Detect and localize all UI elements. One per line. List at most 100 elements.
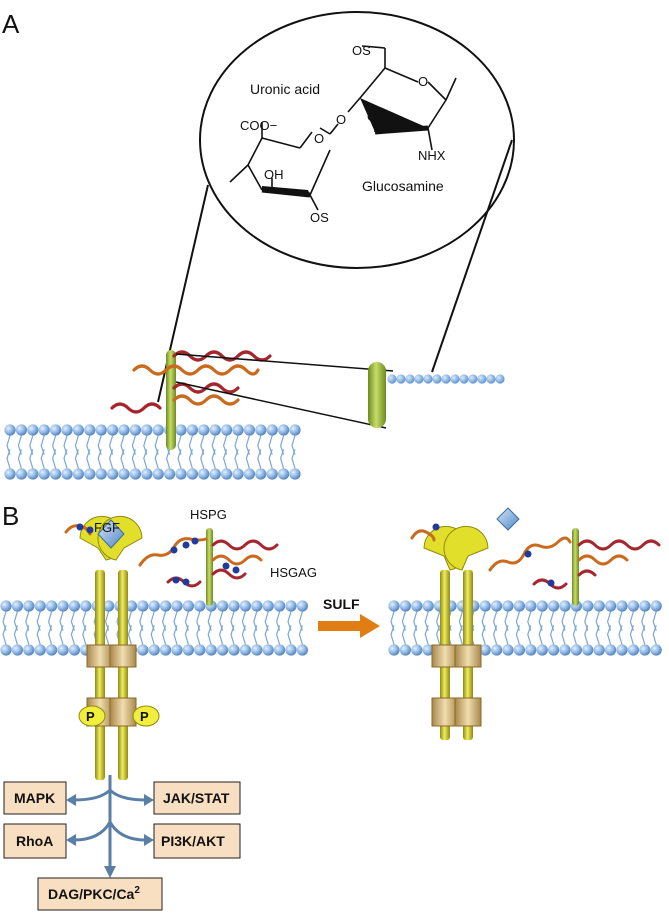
lipid-head — [262, 600, 274, 612]
lipid-head — [289, 468, 301, 480]
lipid-head — [221, 424, 233, 436]
lipid-tail — [234, 435, 239, 469]
magnification-ellipse — [199, 11, 515, 269]
structure-ring-o3: O — [314, 131, 324, 146]
lipid-head — [80, 600, 92, 612]
lipid-head — [23, 600, 35, 612]
lipid-head — [15, 424, 27, 436]
sulf-arrow — [318, 614, 380, 638]
lipid-tail — [127, 611, 132, 645]
gag-bead — [441, 374, 451, 384]
gag-bead — [477, 374, 487, 384]
hspg-core-protein-b-right — [572, 528, 579, 606]
lipid-tail — [86, 435, 91, 469]
panel-label-b: B — [2, 501, 19, 531]
lipid-tail — [641, 611, 646, 645]
lipid-head — [525, 600, 537, 612]
lipid-tail — [287, 611, 292, 645]
lipid-tail — [515, 611, 520, 645]
lipid-head — [593, 644, 605, 656]
lipid-head — [107, 424, 119, 436]
zoom-line-core-top — [175, 353, 394, 372]
fgf-label: FGF — [94, 520, 120, 535]
lipid-head — [171, 600, 183, 612]
lipid-head — [0, 600, 12, 612]
lipid-head — [4, 424, 16, 436]
lipid-head — [243, 468, 255, 480]
sulf-label: SULF — [323, 596, 360, 612]
lipid-head — [559, 600, 571, 612]
lipid-head — [217, 600, 229, 612]
pathway-rhoa: RhoA — [16, 833, 53, 849]
lipid-head — [278, 468, 290, 480]
gag-bead — [450, 374, 460, 384]
lipid-tail — [222, 435, 228, 469]
pathway-dag: DAG/PKC/Ca2 — [48, 885, 140, 902]
lipid-head — [160, 644, 172, 656]
lipid-head — [84, 424, 96, 436]
structure-nhx: NHX — [418, 148, 446, 163]
lipid-tail — [245, 435, 250, 469]
lipid-tail — [184, 611, 189, 645]
gag-chains-a — [110, 350, 272, 414]
lipid-head — [502, 600, 514, 612]
gag-bead — [486, 374, 496, 384]
lipid-tail — [629, 611, 634, 645]
lipid-tail — [131, 435, 136, 469]
gag-bead — [423, 374, 433, 384]
lipid-tail — [584, 611, 589, 645]
pathway-box-jakstat: JAK/STAT — [153, 781, 241, 815]
lipid-head — [616, 644, 628, 656]
lipid-tail — [63, 435, 68, 469]
lipid-head — [160, 600, 172, 612]
lipid-tail — [108, 435, 114, 469]
lipid-head — [605, 644, 617, 656]
lipid-head — [209, 424, 221, 436]
lipid-head — [266, 468, 278, 480]
gag-bead — [387, 374, 397, 384]
lipid-head — [627, 600, 640, 612]
pathway-dag-text: DAG/PKC/Ca — [48, 886, 135, 902]
lipid-head — [107, 468, 119, 480]
structure-os-top: OS — [352, 43, 371, 58]
lipid-head — [198, 424, 210, 436]
lipid-tail — [59, 611, 64, 645]
lipid-bilayer-b-right — [388, 600, 662, 656]
lipid-head — [616, 600, 628, 612]
lipid-head — [266, 424, 278, 436]
lipid-head — [605, 600, 617, 612]
lipid-head — [479, 644, 491, 656]
lipid-head — [593, 600, 605, 612]
lipid-head — [15, 468, 27, 480]
lipid-head — [262, 644, 274, 656]
pathway-box-mapk: MAPK — [3, 781, 67, 815]
lipid-head — [627, 644, 640, 656]
gag-bead — [495, 374, 505, 384]
lipid-head — [61, 424, 73, 436]
lipid-tail — [268, 435, 273, 469]
phospho-label-1: P — [86, 709, 95, 724]
lipid-head — [38, 468, 50, 480]
lipid-head — [137, 600, 149, 612]
lipid-head — [251, 600, 263, 612]
lipid-tail — [17, 435, 22, 469]
lipid-tail — [6, 435, 11, 469]
lipid-tail — [264, 611, 269, 645]
lipid-head — [243, 424, 255, 436]
lipid-head — [68, 644, 80, 656]
lipid-tail — [150, 611, 155, 645]
lipid-tail — [25, 611, 30, 645]
lipid-head — [278, 424, 290, 436]
lipid-tail — [82, 611, 87, 645]
lipid-tail — [549, 611, 555, 645]
lipid-tail — [97, 435, 102, 469]
lipid-head — [152, 424, 164, 436]
lipid-tail — [253, 611, 258, 645]
lipid-tail — [241, 611, 246, 645]
lipid-tail — [196, 611, 201, 645]
lipid-tail — [504, 611, 509, 645]
lipid-head — [422, 644, 434, 656]
lipid-head — [164, 468, 176, 480]
lipid-head — [411, 644, 423, 656]
lipid-bilayer-a — [4, 424, 301, 480]
